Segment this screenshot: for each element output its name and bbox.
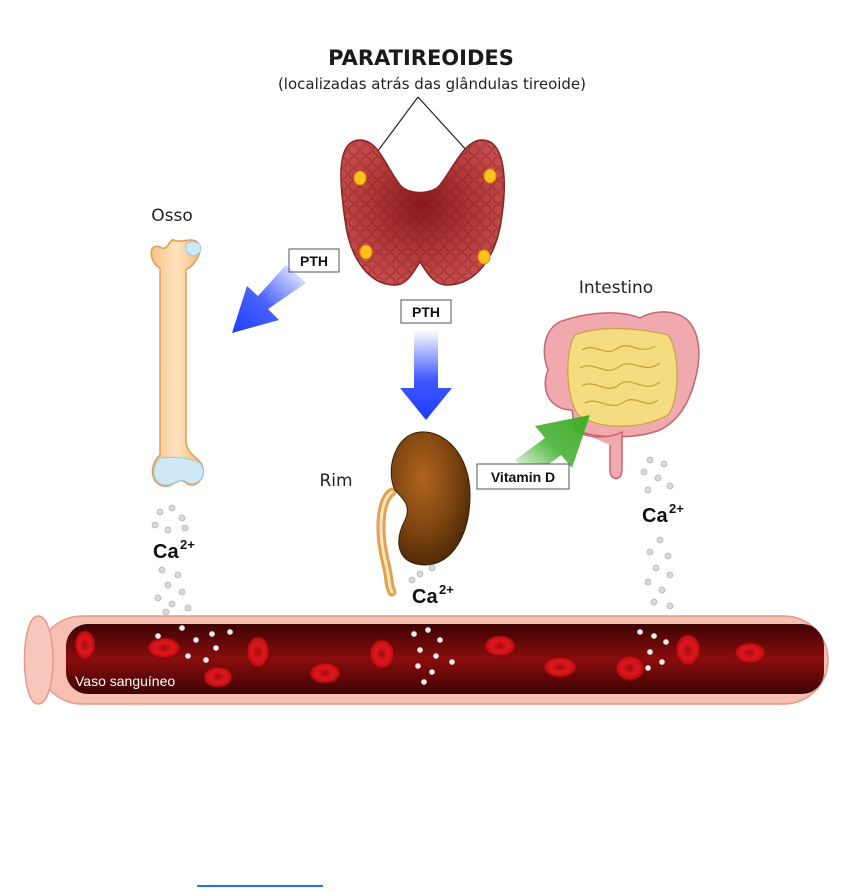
calcium-label-intestine: Ca 2+ <box>642 501 684 527</box>
link-underline[interactable] <box>197 885 323 887</box>
pth-kidney-box: PTH <box>401 300 451 323</box>
arrow-to-bone <box>232 265 306 333</box>
vitamin-d-box: Vitamin D <box>477 464 569 489</box>
calcium-base: Ca <box>153 541 179 563</box>
calcium-label-bone: Ca 2+ <box>153 537 195 563</box>
calcium-charge: 2+ <box>180 537 195 552</box>
calcium-base: Ca <box>642 505 668 527</box>
calcium-charge: 2+ <box>669 501 684 516</box>
pth-kidney-label: PTH <box>412 304 440 320</box>
pth-bone-label: PTH <box>300 253 328 269</box>
bone <box>151 240 203 486</box>
kidney <box>381 432 470 592</box>
arrow-to-kidney <box>400 330 452 420</box>
calcium-charge: 2+ <box>439 582 454 597</box>
vessel-label: Vaso sanguíneo <box>75 673 175 689</box>
diagram-title: PARATIREOIDES <box>328 46 514 70</box>
thyroid-gland <box>341 140 504 285</box>
diagram-subtitle: (localizadas atrás das glândulas tireoid… <box>278 75 586 93</box>
pth-bone-box: PTH <box>289 249 339 272</box>
kidney-label: Rim <box>319 471 352 491</box>
vitamin-d-label: Vitamin D <box>491 469 555 485</box>
intestine-label: Intestino <box>579 278 653 298</box>
calcium-label-kidney: Ca 2+ <box>412 582 454 608</box>
calcium-base: Ca <box>412 586 438 608</box>
bone-label: Osso <box>151 206 193 226</box>
